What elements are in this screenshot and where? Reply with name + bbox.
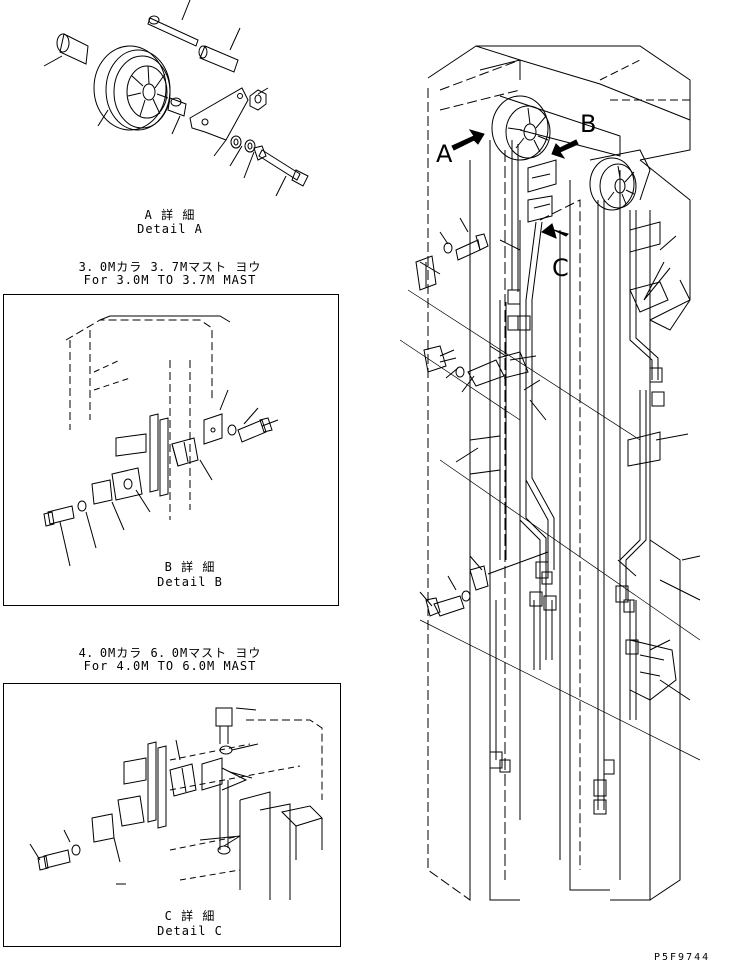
detail-b-drawing <box>43 315 279 567</box>
callout-b: B <box>580 110 597 138</box>
callout-c: C <box>552 254 569 282</box>
section-b-heading-en: For 3.0M TO 3.7M MAST <box>83 273 257 287</box>
section-c-heading-en: For 4.0M TO 6.0M MAST <box>83 659 257 673</box>
detail-c-title-en: Detail C <box>157 924 223 938</box>
detail-b-panel <box>3 294 339 606</box>
detail-b-title-en: Detail B <box>157 575 223 589</box>
drawing-code: P5F9744 <box>654 952 711 963</box>
callout-a: A <box>436 140 453 168</box>
section-c-heading-jp: 4．0Mカラ 6．0Mマスト ヨウ <box>78 646 262 660</box>
detail-c-drawing <box>29 707 323 900</box>
detail-a-title-en: Detail A <box>137 222 203 236</box>
detail-c-panel <box>3 683 341 947</box>
section-b-heading-jp: 3．0Mカラ 3．7Mマスト ヨウ <box>78 260 262 274</box>
detail-c-title-jp: C 詳 細 <box>164 909 216 923</box>
mast-assembly <box>399 45 701 901</box>
detail-a-drawing <box>43 0 309 197</box>
detail-b-title-jp: B 詳 細 <box>164 560 216 574</box>
detail-a-title-jp: A 詳 細 <box>144 208 196 222</box>
